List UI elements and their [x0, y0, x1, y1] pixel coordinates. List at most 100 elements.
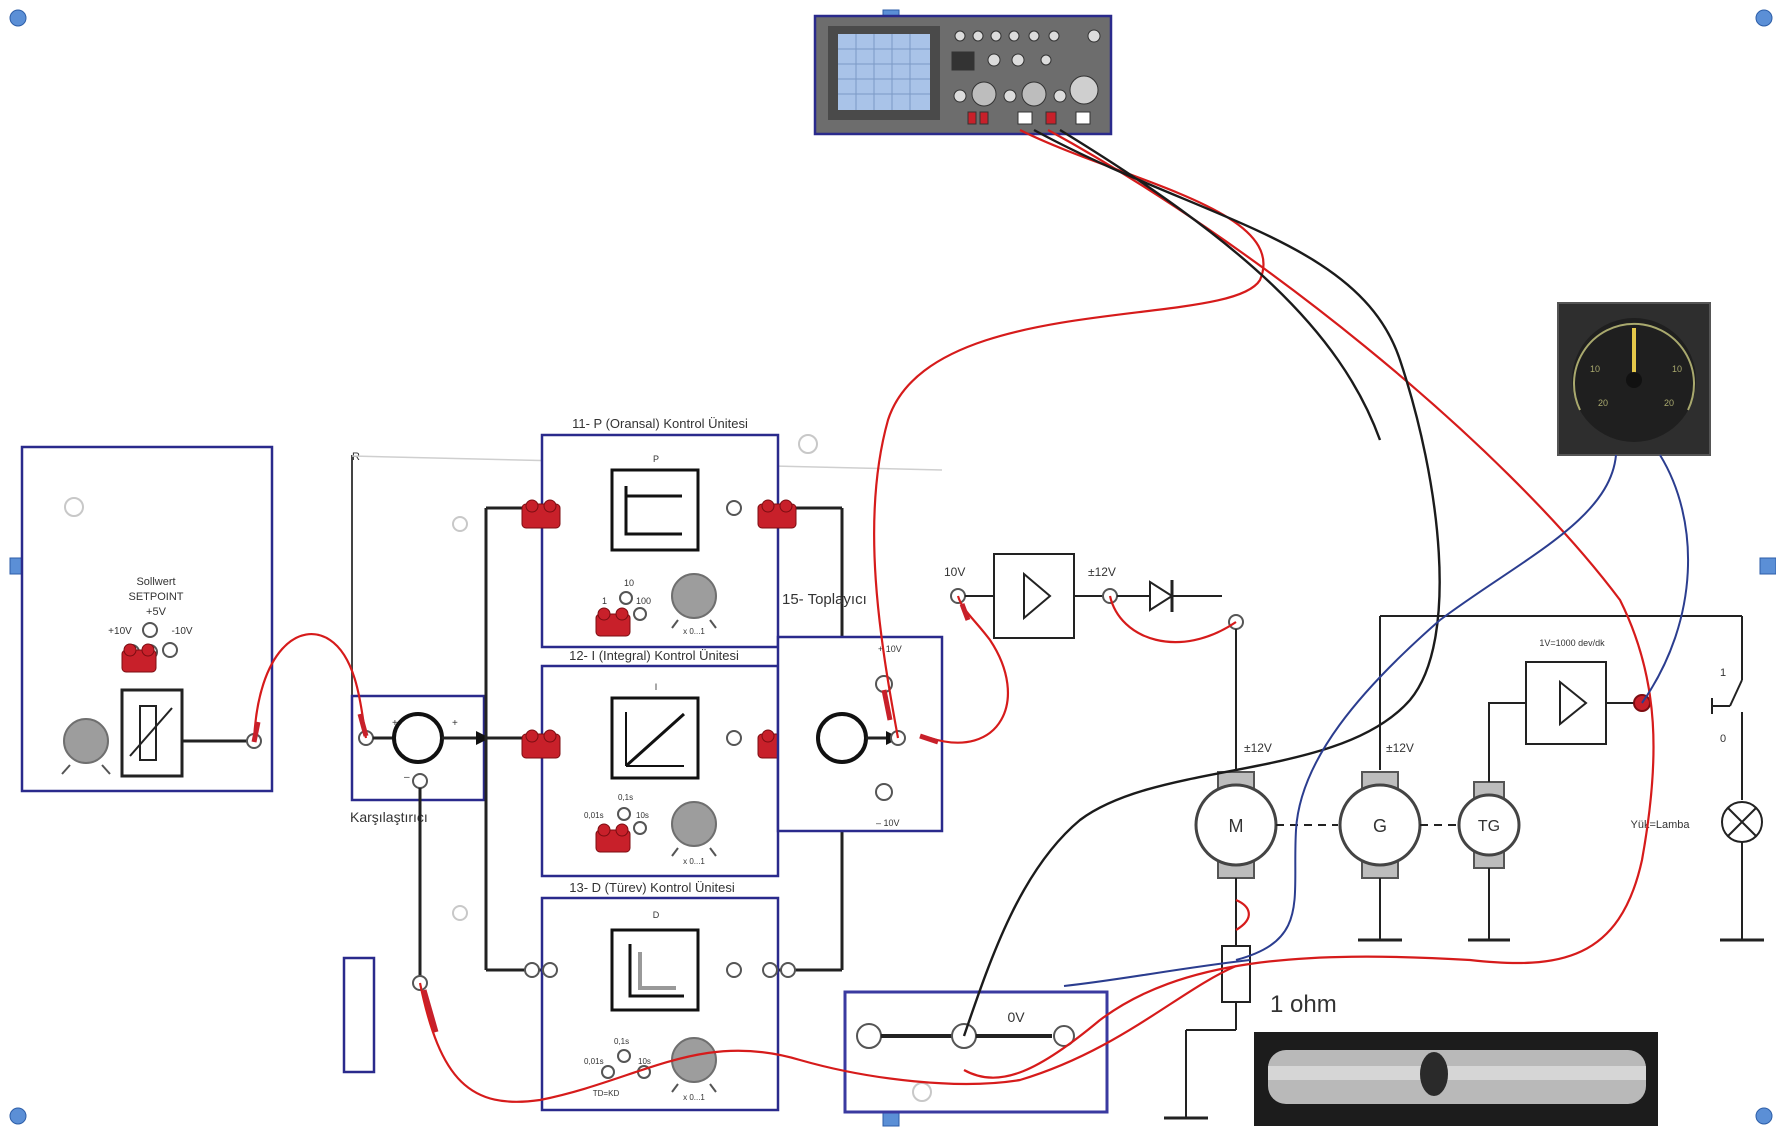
summer-minus10: – 10V: [876, 818, 900, 828]
handle-middle-right[interactable]: [1759, 557, 1776, 575]
resistor-label: 1 ohm: [1270, 991, 1337, 1018]
i-unit-title: 12- I (Integral) Kontrol Ünitesi: [569, 648, 739, 663]
generator-voltage-label: ±12V: [1386, 741, 1414, 755]
d-input-terminal-1[interactable]: [524, 962, 540, 978]
d-output-terminal-1[interactable]: [762, 962, 778, 978]
p-gain-knob[interactable]: [671, 573, 717, 619]
ground-terminal-3[interactable]: [1053, 1025, 1075, 1047]
svg-text:–: –: [404, 772, 410, 783]
cord-scope-ch1-to-summer[interactable]: [872, 129, 1265, 739]
tachogenerator-icon: [1457, 793, 1521, 857]
p-unit-title: 11- P (Oransal) Kontrol Ünitesi: [572, 416, 748, 431]
handle-bottom-right[interactable]: [1755, 1107, 1773, 1125]
potentiometer-icon: [120, 688, 184, 778]
power-amplifier: 10V ±12V: [944, 553, 1222, 639]
cord-scope-ch2-to-tacho[interactable]: [963, 129, 1655, 1079]
i-letter: I: [655, 682, 658, 692]
svg-text:+: +: [392, 718, 398, 729]
handle-bottom-left[interactable]: [9, 1107, 27, 1125]
i-gain-knob[interactable]: [671, 801, 717, 847]
summer-unit: 15- Toplayıcı + 10V – 10V: [776, 591, 944, 833]
oscilloscope-controls[interactable]: [951, 29, 1101, 125]
oscilloscope-screen: [838, 34, 930, 110]
d-output-terminal-2[interactable]: [780, 962, 796, 978]
tacho-label: TG: [1478, 818, 1500, 835]
cord-shunt-jumper[interactable]: [1235, 898, 1250, 931]
oscilloscope[interactable]: [813, 14, 1113, 136]
handle-top-right[interactable]: [1755, 9, 1773, 27]
p-unit-output-plugs[interactable]: [757, 499, 797, 529]
p-gain-1: 1: [602, 596, 607, 606]
cord-meter-2[interactable]: [1641, 454, 1690, 704]
cord-amp-to-motor[interactable]: [1108, 595, 1237, 644]
setpoint-minus10-label: -10V: [171, 626, 192, 637]
d-input-terminal-2[interactable]: [542, 962, 558, 978]
setpoint-plus10-label: +10V: [108, 626, 132, 637]
p-gain-100: 100: [636, 596, 651, 606]
setpoint-knob[interactable]: [63, 718, 109, 764]
resistor-photo: [1254, 1032, 1658, 1126]
p-letter: P: [653, 454, 659, 464]
cord-feedback-loop[interactable]: [418, 964, 1237, 1103]
i-time-10: 10s: [636, 811, 649, 820]
motor-voltage-label: ±12V: [1244, 741, 1272, 755]
cord-scope-ground-2[interactable]: [1059, 128, 1382, 441]
diode-icon: [1149, 580, 1174, 612]
comparator-r-label: R: [352, 451, 360, 463]
svg-text:10: 10: [1672, 364, 1682, 374]
d-letter: D: [653, 910, 660, 920]
p-control-unit: 11- P (Oransal) Kontrol Ünitesi P 10 1 1…: [521, 416, 818, 649]
generator-label: G: [1373, 816, 1387, 836]
svg-text:+: +: [452, 718, 458, 729]
cord-plug-ends: [251, 603, 971, 1033]
load-switch[interactable]: [1729, 679, 1743, 707]
cord-setpoint-to-comparator[interactable]: [252, 633, 368, 742]
amp-output-label: ±12V: [1088, 565, 1116, 579]
i-time-01: 0,1s: [618, 793, 633, 802]
d-tdkd-label: TD=KD: [593, 1089, 620, 1098]
svg-text:20: 20: [1598, 398, 1608, 408]
comparator-feedback-terminal[interactable]: [412, 773, 428, 789]
selection-handles[interactable]: [9, 9, 1776, 1127]
p-unit-input-plugs[interactable]: [521, 499, 561, 529]
ground-terminal-1[interactable]: [856, 1023, 882, 1049]
d-unit-title: 13- D (Türev) Kontrol Ünitesi: [569, 880, 735, 895]
motor-label: M: [1229, 816, 1244, 836]
shunt-resistor-icon: [1221, 945, 1251, 1003]
setpoint-plugs[interactable]: [121, 643, 157, 673]
svg-text:10: 10: [1590, 364, 1600, 374]
summer-sum-node: [816, 712, 868, 764]
amp-input-label: 10V: [944, 565, 965, 579]
setpoint-5v-label: +5V: [146, 606, 167, 618]
cord-ground-to-shunt[interactable]: [1063, 959, 1251, 987]
i-knob-scale: x 0...1: [683, 857, 705, 866]
i-unit-input-plugs[interactable]: [521, 729, 561, 759]
cord-scope-ground-1[interactable]: [962, 128, 1441, 1037]
p-gain-10: 10: [624, 578, 634, 588]
setpoint-panel: Sollwert SETPOINT +5V +10V -10V: [20, 445, 274, 793]
d-block-icon: [610, 928, 700, 1012]
handle-top-left[interactable]: [9, 9, 27, 27]
comparator-label: Karşılaştırıcı: [350, 809, 428, 825]
p-gain-plugs[interactable]: [595, 607, 631, 637]
ground-panel: 0V: [843, 990, 1109, 1114]
switch-on-label: 1: [1720, 667, 1726, 679]
cord-meter-1[interactable]: [1235, 454, 1617, 961]
d-time-01: 0,1s: [614, 1037, 629, 1046]
tacho-amp-label: 1V=1000 dev/dk: [1539, 638, 1605, 648]
zero-volt-label: 0V: [1007, 1009, 1025, 1025]
comparator-panel: R Karşılaştırıcı + + –: [342, 451, 943, 1074]
d-control-unit: 13- D (Türev) Kontrol Ünitesi D 0,1s 0,0…: [524, 880, 796, 1112]
i-control-unit: 12- I (Integral) Kontrol Ünitesi I 0,1s …: [521, 648, 797, 878]
i-time-plugs[interactable]: [595, 823, 631, 853]
setpoint-subtitle: SETPOINT: [128, 591, 183, 603]
setpoint-title: Sollwert: [136, 576, 175, 588]
tacho-amplifier-block: [1525, 661, 1607, 745]
summer-title: 15- Toplayıcı: [782, 591, 867, 608]
d-time-001: 0,01s: [584, 1057, 604, 1066]
lamp-label: Yük=Lamba: [1630, 819, 1690, 831]
i-time-001: 0,01s: [584, 811, 604, 820]
patch-cords[interactable]: [252, 128, 1690, 1103]
